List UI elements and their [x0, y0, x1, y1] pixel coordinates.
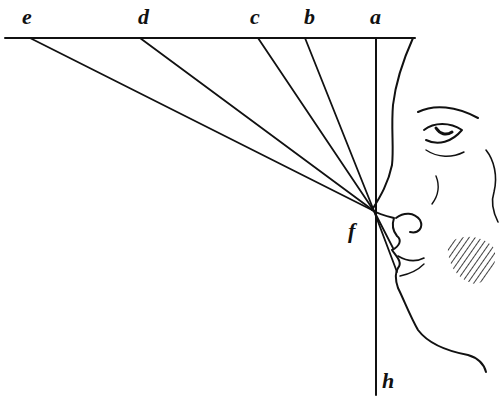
horizontal-line	[5, 37, 415, 39]
cheek-line	[432, 176, 438, 204]
lower-lip	[400, 264, 424, 276]
point-label: a	[370, 6, 381, 28]
mouth	[398, 256, 424, 261]
point-label: f	[348, 220, 355, 242]
nostril	[396, 214, 421, 233]
angle-rays	[30, 38, 397, 272]
point-label: b	[304, 6, 315, 28]
point-label: c	[250, 6, 260, 28]
point-label: e	[22, 6, 32, 28]
eye	[424, 124, 462, 143]
lower-lid	[426, 150, 464, 156]
point-label: d	[138, 6, 149, 28]
point-label: h	[382, 370, 394, 392]
ear-contour	[486, 150, 498, 222]
brow	[418, 107, 478, 118]
pupil	[436, 128, 452, 134]
face-profile	[372, 38, 486, 372]
cheek-shading	[448, 237, 495, 284]
